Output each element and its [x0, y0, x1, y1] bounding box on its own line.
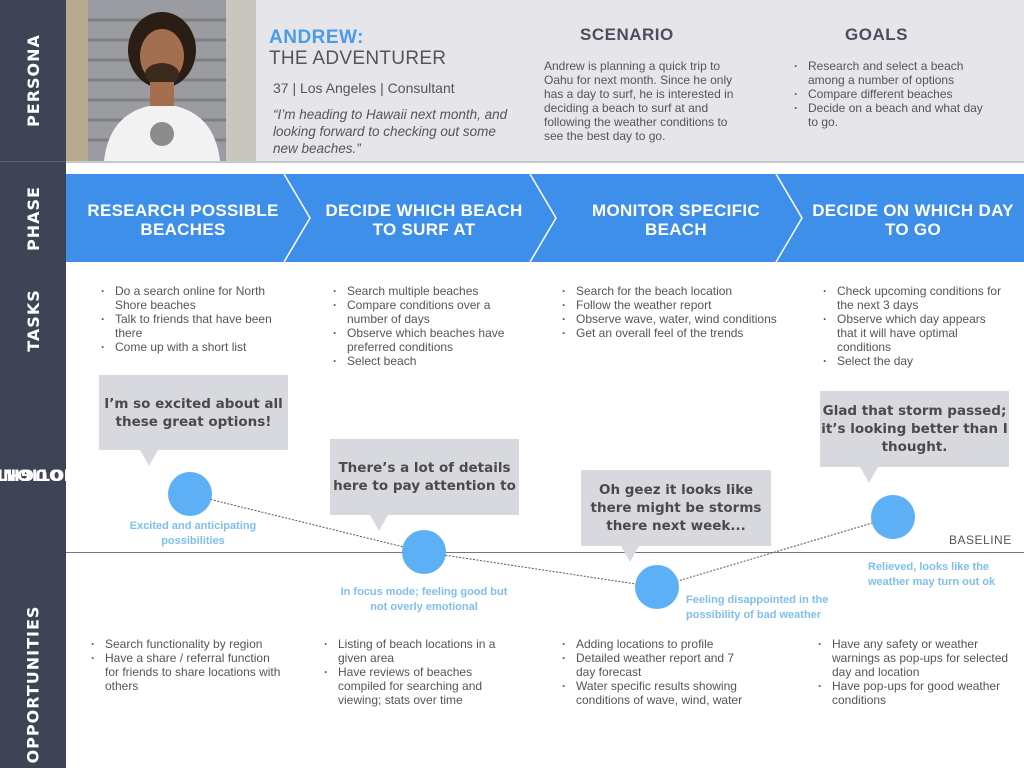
thought-bubble-1: I’m so excited about all these great opt…	[99, 375, 288, 450]
opportunity-item: Have a share / referral function for fri…	[91, 651, 281, 693]
opportunity-item: Water specific results showing condition…	[562, 679, 752, 707]
sidebar-divider	[0, 161, 66, 162]
thought-bubble-2: There’s a lot of details here to pay att…	[330, 439, 519, 515]
baseline-line	[66, 552, 1024, 553]
opportunities-list-1: Search functionality by region Have a sh…	[91, 637, 281, 693]
tasks-list-2: Search multiple beaches Compare conditio…	[333, 284, 523, 368]
emotion-curve-line	[189, 493, 894, 588]
goals-list: Research and select a beach among a numb…	[794, 59, 994, 129]
emotion-dot-4	[871, 494, 915, 539]
emotion-dot-2	[402, 530, 446, 574]
opportunity-item: Have reviews of beaches compiled for sea…	[324, 665, 514, 707]
emotion-label-2: In focus mode; feeling good but not over…	[340, 586, 508, 613]
task-item: Check upcoming conditions for the next 3…	[823, 284, 1003, 312]
persona-photo-image	[66, 0, 256, 161]
tasks-list-4: Check upcoming conditions for the next 3…	[823, 284, 1003, 368]
task-item: Get an overall feel of the trends	[562, 326, 792, 340]
persona-meta: 37 | Los Angeles | Consultant	[273, 80, 455, 96]
emotion-dot-1	[168, 472, 212, 517]
opportunity-item: Have any safety or weather warnings as p…	[818, 637, 1018, 679]
scenario-heading: SCENARIO	[580, 25, 674, 44]
emotion-label-1: Excited and anticipating possibilities	[129, 520, 257, 547]
persona-quote: “I’m heading to Hawaii next month, and l…	[273, 107, 508, 156]
task-item: Compare conditions over a number of days	[333, 298, 523, 326]
task-item: Search multiple beaches	[333, 284, 523, 298]
thought-bubble-3: Oh geez it looks like there might be sto…	[581, 470, 771, 546]
persona-name: ANDREW:	[269, 27, 364, 48]
opportunities-list-3: Adding locations to profile Detailed wea…	[562, 637, 752, 707]
emotion-label-4: Relieved, looks like the weather may tur…	[868, 561, 996, 588]
opportunities-list-2: Listing of beach locations in a given ar…	[324, 637, 514, 707]
task-item: Select the day	[823, 354, 1003, 368]
row-label-sidebar	[0, 0, 66, 768]
task-item: Follow the weather report	[562, 298, 792, 312]
opportunity-item: Adding locations to profile	[562, 637, 752, 651]
task-item: Talk to friends that have been there	[101, 312, 281, 340]
phase-label-3: MONITOR SPECIFIC BEACH	[592, 201, 760, 239]
bubble-tail	[370, 515, 388, 531]
baseline-label: BASELINE	[949, 533, 1012, 547]
opportunities-list-4: Have any safety or weather warnings as p…	[818, 637, 1018, 707]
bubble-tail	[140, 450, 158, 466]
task-item: Search for the beach location	[562, 284, 792, 298]
goal-item: Compare different beaches	[794, 87, 994, 101]
opportunity-item: Have pop-ups for good weather conditions	[818, 679, 1018, 707]
task-item: Select beach	[333, 354, 523, 368]
scenario-text: Andrew is planning a quick trip to Oahu …	[544, 59, 734, 143]
task-item: Do a search online for North Shore beach…	[101, 284, 281, 312]
persona-subtitle: THE ADVENTURER	[269, 48, 447, 69]
opportunity-item: Listing of beach locations in a given ar…	[324, 637, 514, 665]
task-item: Come up with a short list	[101, 340, 281, 354]
task-item: Observe which beaches have preferred con…	[333, 326, 523, 354]
goal-item: Research and select a beach among a numb…	[794, 59, 994, 87]
phase-label-4: DECIDE ON WHICH DAY TO GO	[812, 201, 1014, 239]
task-item: Observe wave, water, wind conditions	[562, 312, 792, 326]
goals-heading: GOALS	[845, 25, 908, 44]
opportunity-item: Search functionality by region	[91, 637, 281, 651]
persona-photo	[66, 0, 256, 161]
phase-label-1: RESEARCH POSSIBLE BEACHES	[87, 201, 279, 239]
task-item: Observe which day appears that it will h…	[823, 312, 1003, 354]
goal-item: Decide on a beach and what day to go.	[794, 101, 994, 129]
thought-bubble-4: Glad that storm passed; it’s looking bet…	[820, 391, 1009, 467]
bubble-tail	[621, 546, 639, 562]
tasks-list-1: Do a search online for North Shore beach…	[101, 284, 281, 354]
emotion-label-3: Feeling disappointed in the possibility …	[686, 594, 829, 621]
opportunity-item: Detailed weather report and 7 day foreca…	[562, 651, 752, 679]
bubble-tail	[860, 467, 878, 483]
phase-label-2: DECIDE WHICH BEACH TO SURF AT	[325, 201, 523, 239]
emotion-dot-3	[635, 565, 679, 610]
tasks-list-3: Search for the beach location Follow the…	[562, 284, 792, 340]
